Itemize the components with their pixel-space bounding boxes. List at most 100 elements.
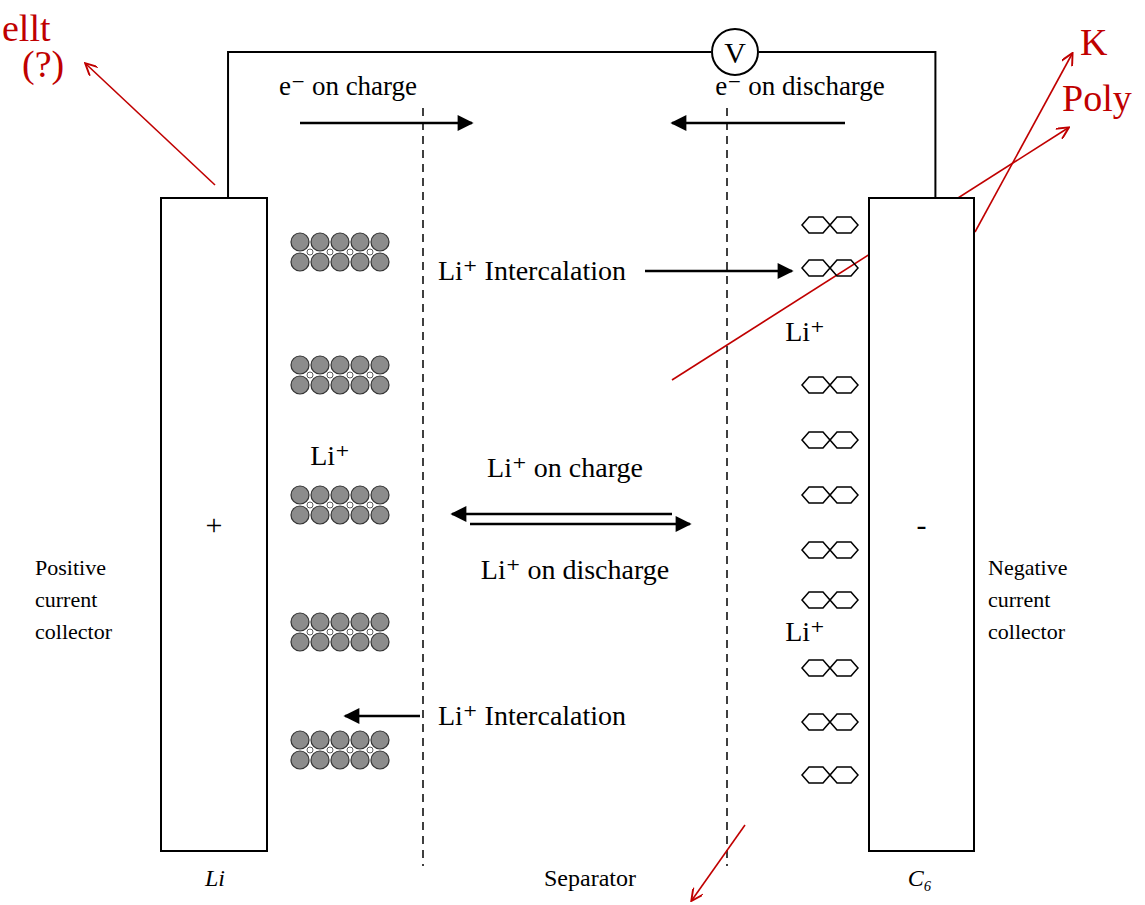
ion-arrow [452, 513, 672, 516]
cathode-atom [327, 372, 333, 378]
cathode-atom [311, 376, 329, 394]
ion-label: Li⁺ [310, 441, 350, 472]
cathode-atom [327, 747, 333, 753]
current-collector: - [868, 197, 975, 852]
cathode-atom [351, 731, 369, 749]
electron-arrow [300, 122, 472, 125]
cathode-atom [327, 502, 333, 508]
cathode-atom [351, 376, 369, 394]
cathode-atom [331, 356, 349, 374]
cathode-atom [291, 731, 309, 749]
cathode-atom [371, 731, 389, 749]
cathode-atom [311, 356, 329, 374]
ion-arrow [470, 523, 690, 526]
wire [228, 52, 711, 197]
cathode-atom [331, 613, 349, 631]
cathode-atom [331, 633, 349, 651]
cathode-atom [291, 233, 309, 251]
electron-label: e⁻ on discharge [715, 72, 885, 102]
separator-label: Separator [544, 865, 636, 891]
cathode-atom [351, 486, 369, 504]
electron-label: e⁻ on charge [279, 72, 417, 102]
annotation: Poly [1062, 78, 1132, 120]
cathode-atom [327, 249, 333, 255]
electron-arrow [672, 122, 845, 125]
cathode-atom [291, 506, 309, 524]
cathode-atom [331, 253, 349, 271]
cathode-atom [351, 506, 369, 524]
graphite-sheet [802, 260, 858, 276]
cathode-atom [347, 502, 353, 508]
cathode-atom [311, 613, 329, 631]
separator-line [422, 108, 424, 866]
cathode-atom [311, 751, 329, 769]
cathode-atom [371, 356, 389, 374]
current-collector: + [160, 197, 268, 852]
cathode-atom [331, 233, 349, 251]
intercalation-label: Li⁺ Intercalation [438, 701, 626, 732]
node-text: V [724, 36, 746, 69]
voltmeter: V [711, 28, 759, 76]
annotation: K [1080, 22, 1107, 64]
separator-line [726, 108, 728, 866]
cathode-atom [371, 253, 389, 271]
cathode-atom [371, 506, 389, 524]
cathode-atom [311, 233, 329, 251]
cathode-atom [331, 506, 349, 524]
cathode-atom [371, 633, 389, 651]
cathode-atom [311, 633, 329, 651]
cathode-atom [307, 629, 313, 635]
cathode-atom [307, 372, 313, 378]
graphite-sheet [802, 592, 858, 608]
cathode-atom [331, 376, 349, 394]
cathode-atom [367, 249, 373, 255]
cathode-layers [291, 233, 389, 769]
cathode-atom [347, 747, 353, 753]
cathode-atom [371, 233, 389, 251]
cathode-atom [347, 249, 353, 255]
cathode-atom [371, 751, 389, 769]
cathode-atom [367, 372, 373, 378]
ion-flow-label: Li⁺ on charge [487, 453, 643, 484]
cathode-atom [367, 629, 373, 635]
collector-label: Positive current collector [35, 552, 135, 648]
cathode-atom [367, 502, 373, 508]
leader-line [692, 825, 745, 900]
cathode-atom [351, 356, 369, 374]
graphite-sheet [802, 487, 858, 503]
ion-label: Li⁺ [785, 617, 825, 648]
graphite-sheet [802, 542, 858, 558]
graphite-sheet [802, 767, 858, 783]
cathode-atom [311, 506, 329, 524]
cathode-atom [351, 633, 369, 651]
leader-line [86, 64, 215, 185]
cathode-atom [291, 486, 309, 504]
electrode-label: Li [205, 865, 225, 891]
cathode-atom [311, 486, 329, 504]
cathode-atom [311, 253, 329, 271]
cathode-atom [327, 629, 333, 635]
cathode-atom [307, 249, 313, 255]
electrode-label: C₆ [908, 865, 932, 891]
cathode-atom [291, 751, 309, 769]
cathode-atom [351, 613, 369, 631]
cathode-atom [351, 751, 369, 769]
cathode-atom [311, 731, 329, 749]
leader-line [975, 54, 1072, 232]
cathode-atom [371, 613, 389, 631]
cathode-atom [291, 376, 309, 394]
cathode-atom [331, 751, 349, 769]
cathode-atom [291, 356, 309, 374]
intercalation-arrow [345, 715, 420, 718]
cathode-atom [347, 372, 353, 378]
node-text: - [917, 508, 927, 541]
cathode-atom [331, 731, 349, 749]
graphite-layers [802, 217, 858, 783]
cathode-atom [307, 747, 313, 753]
cathode-atom [351, 233, 369, 251]
cathode-atom [291, 253, 309, 271]
cathode-atom [307, 502, 313, 508]
annotation: (?) [22, 44, 64, 86]
cathode-atom [291, 633, 309, 651]
